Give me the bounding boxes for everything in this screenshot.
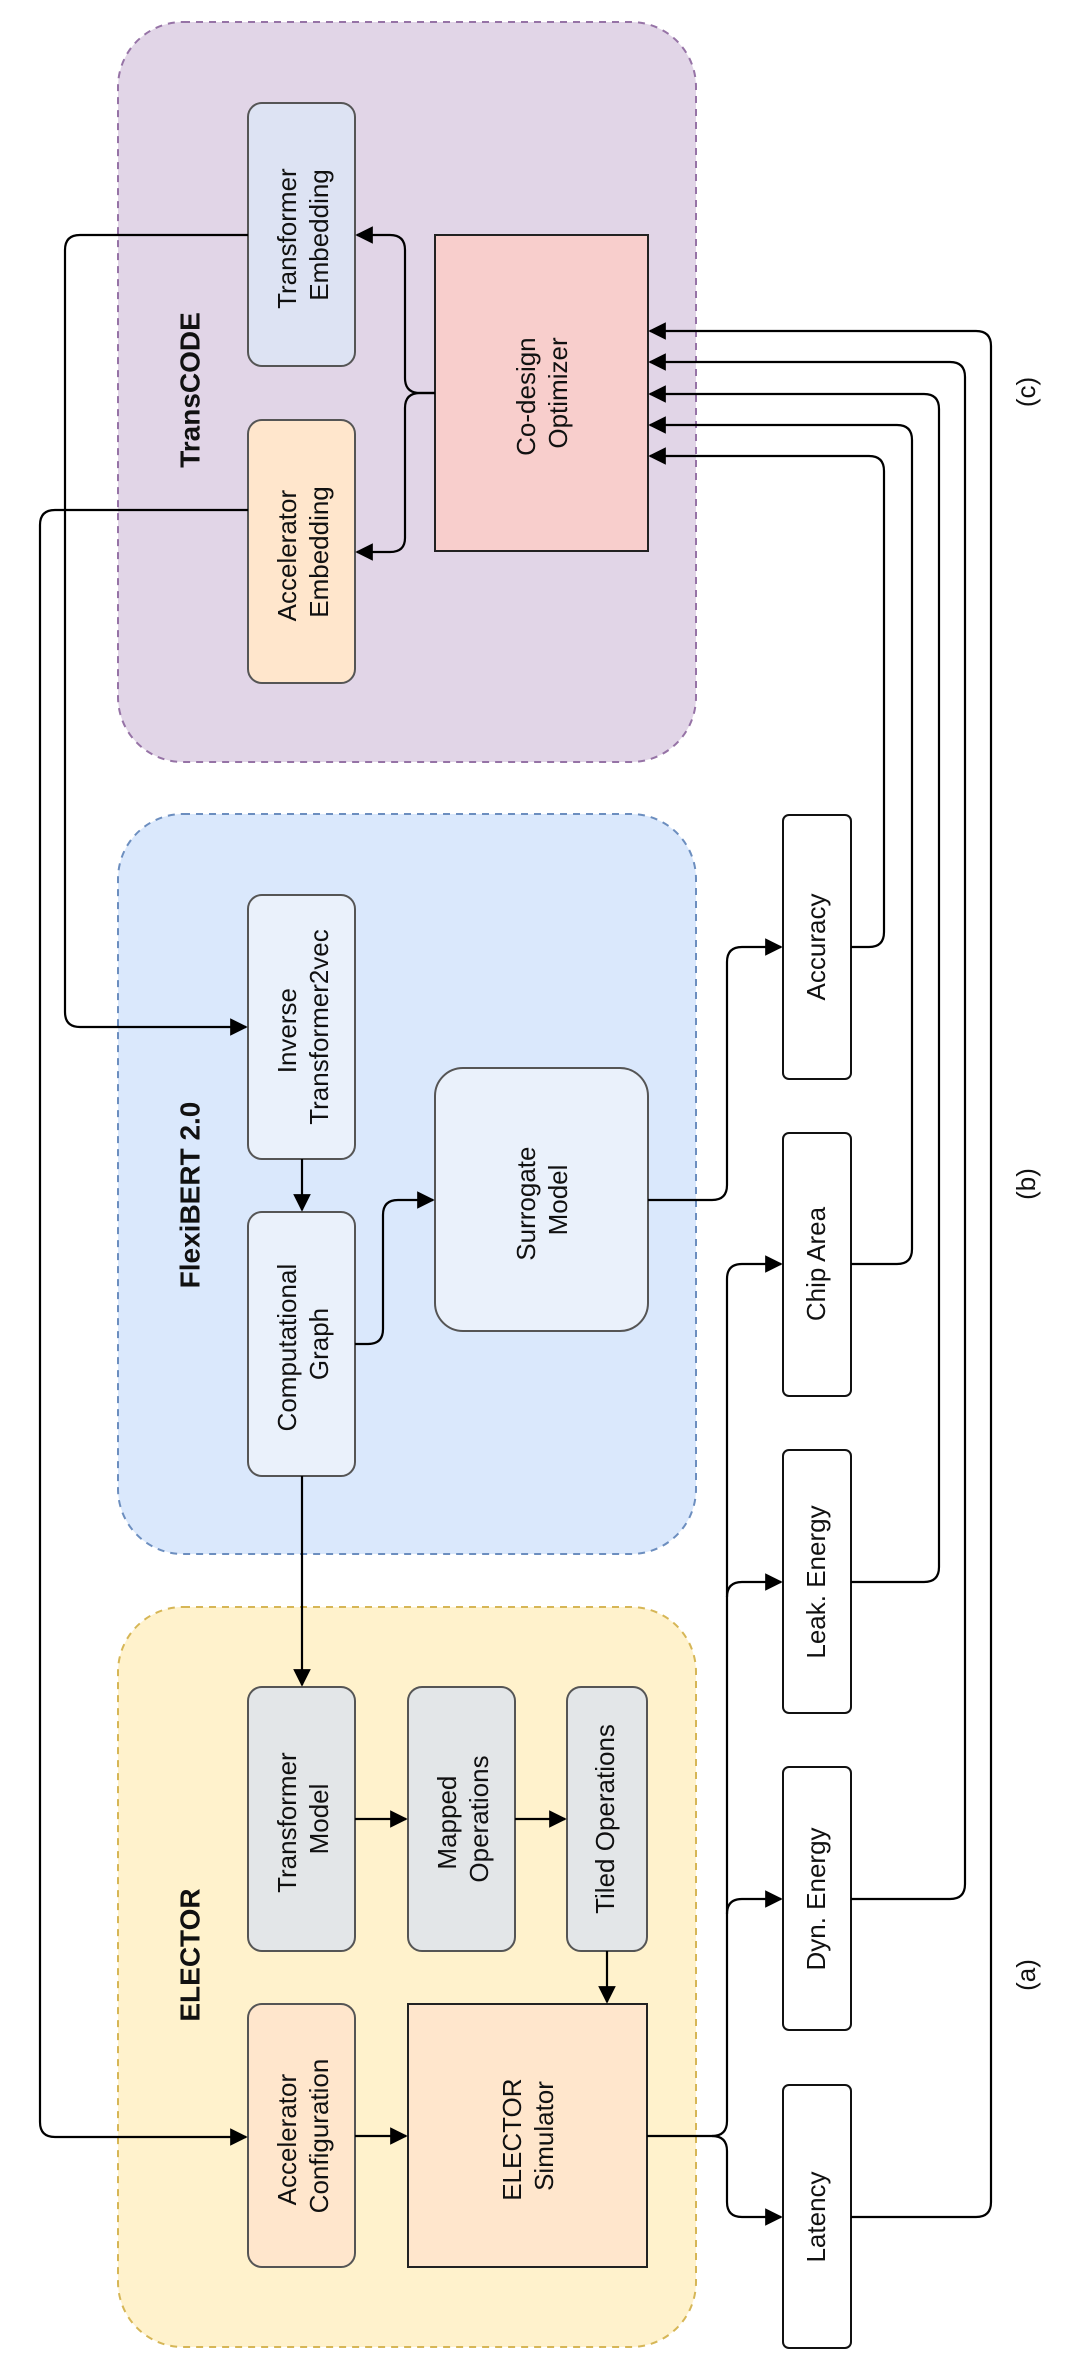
transformer-embedding-line1: Transformer (272, 168, 302, 309)
edge-simulator-to-leak-energy (725, 1573, 783, 1598)
dyn-energy-label: Dyn. Energy (801, 1827, 831, 1970)
transformer-model-line2: Model (304, 1784, 334, 1855)
inverse-t2v-line1: Inverse (272, 988, 302, 1073)
edge-chip-area-to-optimizer (648, 416, 914, 1266)
caption-b: (b) (1011, 1168, 1041, 1200)
svg-text:Accelerator Configuration: Accelerator Configuration (272, 2059, 334, 2214)
accelerator-configuration-line2: Configuration (304, 2059, 334, 2214)
svg-text:Surrogate Model: Surrogate Model (511, 1139, 573, 1260)
svg-text:Inverse Transformer2vec: Inverse Transformer2vec (272, 929, 334, 1125)
caption-a: (a) (1011, 1959, 1041, 1991)
svg-text:Mapped Operations: Mapped Operations (432, 1755, 494, 1882)
edge-surrogate-to-accuracy (648, 938, 783, 1202)
accelerator-embedding-line1: Accelerator (272, 490, 302, 622)
inverse-t2v-line2: Transformer2vec (304, 929, 334, 1125)
edge-simulator-to-chip-area (647, 1255, 783, 2138)
codesign-optimizer-line2: Optimizer (543, 337, 573, 449)
edge-leak-energy-to-optimizer (648, 385, 941, 1584)
edge-computational-graph-to-surrogate (355, 1191, 435, 1346)
edge-accuracy-to-optimizer (648, 447, 886, 949)
flexibert-title: FlexiBERT 2.0 (174, 1102, 205, 1289)
svg-text:Accelerator Embedding: Accelerator Embedding (272, 483, 334, 622)
edge-latency-to-optimizer (648, 322, 993, 2219)
edge-optimizer-to-accelerator-embedding (355, 391, 435, 561)
computational-graph-line2: Graph (304, 1308, 334, 1380)
transformer-model-line1: Transformer (272, 1752, 302, 1893)
svg-text:ELECTOR Simulator: ELECTOR Simulator (497, 2071, 559, 2201)
chip-area-label: Chip Area (801, 1206, 831, 1321)
computational-graph-line1: Computational (272, 1264, 302, 1432)
svg-text:Transformer Embedding: Transformer Embedding (272, 161, 334, 309)
caption-c: (c) (1011, 377, 1041, 407)
tiled-operations-label: Tiled Operations (590, 1724, 620, 1914)
transformer-embedding-line2: Embedding (304, 169, 334, 301)
svg-text:Co-design Optimizer: Co-design Optimizer (511, 330, 573, 456)
accuracy-label: Accuracy (801, 894, 831, 1001)
accelerator-embedding-line2: Embedding (304, 486, 334, 618)
edge-optimizer-to-transformer-embedding (355, 226, 435, 395)
edge-accelerator-embedding-to-accel-config (38, 508, 248, 2146)
edge-simulator-to-latency (711, 2134, 783, 2226)
edge-simulator-to-dyn-energy (725, 1890, 783, 1915)
svg-text:Transformer Model: Transformer Model (272, 1745, 334, 1893)
surrogate-model-line1: Surrogate (511, 1147, 541, 1261)
accelerator-embedding-node (247, 419, 356, 684)
surrogate-model-line2: Model (543, 1165, 573, 1236)
codesign-optimizer-node (434, 234, 649, 552)
elector-simulator-node (407, 2003, 648, 2268)
transcode-title: TransCODE (174, 312, 205, 468)
mapped-operations-line2: Operations (464, 1755, 494, 1882)
mapped-operations-line1: Mapped (432, 1776, 462, 1870)
edge-dyn-energy-to-optimizer (648, 353, 967, 1901)
surrogate-model-node (434, 1067, 649, 1332)
edge-transformer-embedding-to-inverse-t2v (63, 233, 248, 1036)
elector-title: ELECTOR (174, 1888, 205, 2021)
svg-text:Computational Graph: Computational Graph (272, 1257, 334, 1432)
codesign-optimizer-line1: Co-design (511, 337, 541, 456)
accelerator-configuration-line1: Accelerator (272, 2074, 302, 2206)
elector-simulator-line1: ELECTOR (497, 2078, 527, 2200)
elector-simulator-line2: Simulator (529, 2081, 559, 2191)
leak-energy-label: Leak. Energy (801, 1505, 831, 1658)
latency-label: Latency (801, 2171, 831, 2262)
